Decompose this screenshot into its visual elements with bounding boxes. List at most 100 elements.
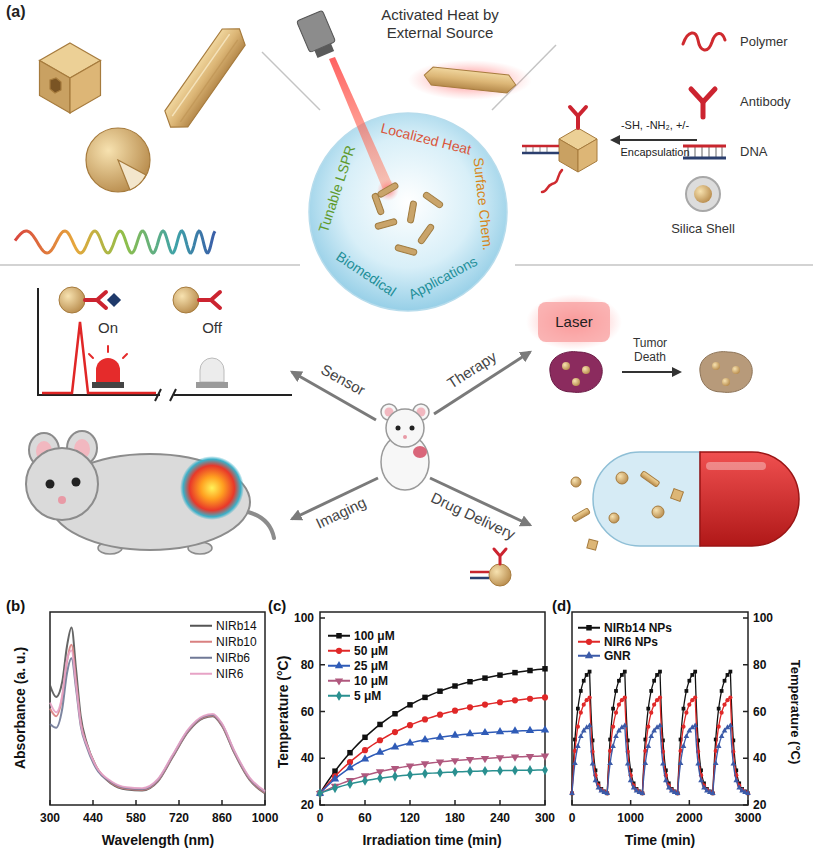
data-marker [719, 733, 725, 738]
imaging-mouse [46, 480, 55, 489]
data-marker [511, 755, 519, 762]
heating-curve [320, 756, 545, 793]
data-marker [728, 695, 732, 699]
data-marker [332, 768, 337, 773]
legend-text: NIRb14 NPs [604, 621, 672, 635]
data-marker [622, 722, 628, 727]
axis-tick [364, 800, 366, 805]
data-marker [730, 761, 736, 766]
data-marker [578, 733, 584, 738]
data-marker [646, 725, 650, 729]
heated-nanorod [423, 66, 516, 94]
data-marker [587, 695, 591, 699]
center-mouse [381, 404, 429, 490]
drug-delivery-illustration [652, 506, 664, 518]
data-marker [437, 768, 443, 778]
drug-delivery-illustration [593, 452, 700, 546]
nanocage-cube [40, 43, 101, 113]
data-marker [645, 743, 651, 748]
plot-frame [572, 612, 748, 805]
data-marker [511, 726, 519, 733]
data-marker [542, 666, 547, 671]
tick-label: 3000 [735, 811, 762, 825]
icon-label: Polymer [740, 34, 788, 50]
legend-text: 25 μM [354, 659, 388, 673]
annotation: Laser [555, 313, 593, 331]
axis-tick [571, 800, 573, 805]
data-marker [585, 673, 589, 677]
arrow-label: Encapsulation [620, 146, 689, 159]
nanocage-cube [40, 61, 71, 114]
data-marker [698, 777, 704, 782]
state-label: On [98, 319, 118, 337]
drug-delivery-illustration [700, 452, 799, 546]
axis-title: Absorbance (a. u.) [12, 647, 29, 769]
dna-icon [688, 146, 722, 158]
nanorod [375, 218, 398, 229]
axis-tick [221, 800, 223, 805]
imaging-mouse [26, 448, 98, 520]
axis-tick [747, 800, 749, 805]
tick-label: 440 [83, 811, 103, 825]
sensor-illustration [92, 382, 124, 388]
divider-line [515, 264, 813, 266]
tick-label: 80 [301, 658, 314, 672]
data-marker [710, 790, 716, 795]
data-marker [586, 625, 591, 630]
tick-label: 60 [753, 704, 766, 718]
legend-text: NIRb6 [216, 651, 250, 665]
legend-sample [328, 661, 350, 671]
sensor-illustration [173, 287, 199, 313]
axis-tick [264, 800, 266, 805]
data-marker [628, 777, 634, 782]
tick-label: 180 [445, 811, 465, 825]
data-marker [687, 703, 691, 707]
legend-item: 10 μM [328, 674, 388, 688]
axis-tick [743, 758, 748, 760]
legend-item: 5 μM [328, 689, 381, 703]
drug-delivery-illustration [587, 539, 598, 550]
heating-curve [320, 697, 545, 793]
legend-text: NIR6 NPs [604, 635, 658, 649]
data-marker [693, 695, 697, 699]
tick-label: 1000 [252, 811, 279, 825]
axis-tick [49, 800, 51, 805]
drug-delivery-illustration [470, 571, 489, 574]
tick-label: 100 [294, 611, 314, 625]
plot-frame [320, 612, 545, 805]
silica-shell-icon [694, 185, 712, 203]
legend-item: NIRb6 [190, 651, 250, 665]
therapy-illustration [712, 362, 720, 370]
data-marker [437, 712, 443, 718]
data-marker [678, 760, 684, 765]
data-marker [332, 783, 338, 793]
axis-title: Temperature (°C) [787, 660, 803, 765]
data-marker [467, 704, 473, 710]
data-marker [681, 743, 687, 748]
data-marker [614, 689, 618, 693]
functionalized-cube [570, 107, 586, 128]
data-marker [582, 703, 586, 707]
drug-delivery-illustration [572, 508, 591, 522]
axis-tick [743, 617, 748, 619]
center-mouse [396, 426, 401, 431]
data-marker [497, 766, 503, 776]
data-marker [466, 757, 474, 764]
antibody-icon [701, 102, 706, 117]
axis-tick [320, 664, 325, 666]
imaging-mouse [248, 512, 274, 538]
functionalized-cube [578, 139, 597, 172]
data-marker [377, 773, 383, 783]
arrow-label: Tumor Death [624, 336, 676, 365]
sensor-illustration [199, 292, 220, 308]
data-marker [451, 758, 459, 765]
tick-label: 2000 [676, 811, 703, 825]
axis-tick [178, 800, 180, 805]
data-marker [406, 763, 414, 770]
axis-tick [319, 800, 321, 805]
data-marker [717, 707, 721, 711]
divider-line [262, 52, 320, 110]
tick-label: 100 [753, 611, 773, 625]
antibody-icon [691, 89, 715, 117]
axis-tick [320, 758, 325, 760]
